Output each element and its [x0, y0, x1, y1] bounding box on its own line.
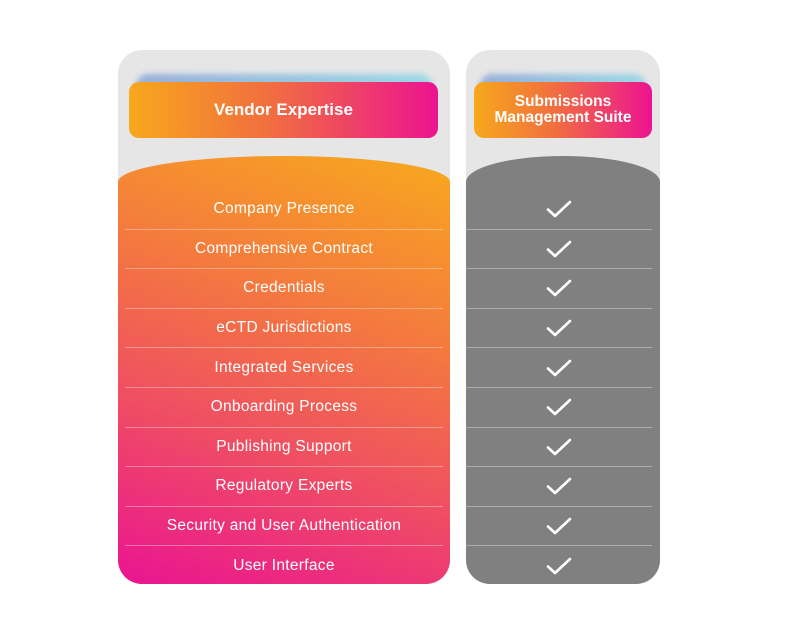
- feature-row: Credentials: [125, 268, 443, 308]
- check-icon: [546, 557, 572, 574]
- check-icon: [546, 319, 572, 337]
- check-icon: [546, 517, 572, 535]
- check-icon: [546, 438, 572, 456]
- vendor-body: [118, 156, 450, 584]
- feature-label: Onboarding Process: [210, 398, 358, 416]
- check-row: [466, 386, 652, 427]
- feature-row: Comprehensive Contract: [125, 228, 443, 269]
- feature-row: Company Presence: [125, 190, 443, 229]
- feature-row: Publishing Support: [125, 426, 443, 467]
- feature-label: Security and User Authentication: [166, 517, 402, 535]
- check-row: [466, 190, 652, 229]
- feature-row: Integrated Services: [125, 347, 443, 387]
- suite-title-line1: Submissions: [514, 93, 612, 110]
- check-icon: [546, 359, 572, 376]
- check-row: [466, 228, 652, 269]
- submissions-suite-header: Submissions Management Suite: [474, 82, 652, 138]
- feature-label: User Interface: [233, 556, 335, 574]
- feature-row: eCTD Jurisdictions: [125, 307, 443, 348]
- vendor-expertise-title: Vendor Expertise: [214, 100, 353, 119]
- check-icon: [546, 398, 572, 416]
- feature-label: Integrated Services: [214, 358, 354, 376]
- vendor-expertise-header: Vendor Expertise: [129, 82, 438, 138]
- feature-label: Regulatory Experts: [215, 477, 353, 495]
- feature-row: Regulatory Experts: [125, 466, 443, 506]
- feature-label: Publishing Support: [216, 437, 352, 455]
- feature-label: Credentials: [243, 279, 325, 297]
- check-icon: [546, 478, 572, 495]
- feature-label: eCTD Jurisdictions: [216, 319, 352, 337]
- feature-row: Security and User Authentication: [125, 505, 443, 546]
- check-row: [466, 505, 652, 546]
- suite-body: [466, 156, 660, 584]
- check-row: [466, 466, 652, 506]
- check-icon: [546, 240, 572, 258]
- feature-label: Comprehensive Contract: [194, 239, 374, 257]
- check-list: [466, 190, 660, 584]
- feature-row: User Interface: [125, 545, 443, 584]
- check-row: [466, 268, 652, 308]
- submissions-suite-column: Submissions Management Suite: [466, 50, 660, 584]
- check-row: [466, 307, 652, 348]
- check-icon: [546, 200, 572, 218]
- feature-row: Onboarding Process: [125, 386, 443, 427]
- check-row: [466, 426, 652, 467]
- check-icon: [546, 280, 572, 297]
- check-row: [466, 347, 652, 387]
- check-row: [466, 545, 652, 584]
- suite-title-line2: Management Suite: [494, 109, 632, 126]
- feature-label: Company Presence: [213, 200, 355, 218]
